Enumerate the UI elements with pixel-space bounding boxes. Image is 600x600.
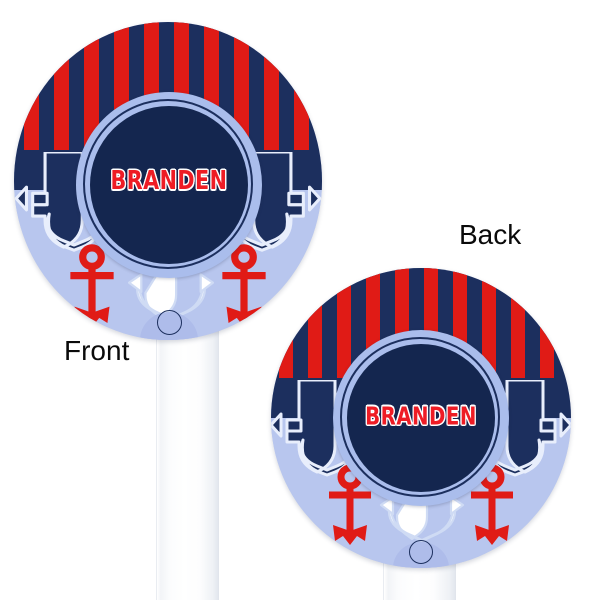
front-stirrer-hole xyxy=(157,310,182,335)
stripe xyxy=(511,268,525,378)
caption-back: Back xyxy=(459,219,522,250)
stripe xyxy=(482,268,496,378)
stripe xyxy=(540,268,554,378)
stripe xyxy=(294,22,309,150)
anchor-red-right-icon xyxy=(222,244,266,328)
back-medallion: BRANDEN xyxy=(333,330,509,506)
stirrer-disc-back: BRANDEN xyxy=(271,268,571,568)
stirrer-disc-front: BRANDEN xyxy=(14,22,322,340)
back-medallion-ring xyxy=(340,337,500,497)
stripe xyxy=(337,268,351,378)
personalized-name-front: BRANDEN xyxy=(110,166,228,197)
back-medallion-core: BRANDEN xyxy=(347,344,495,492)
front-medallion: BRANDEN xyxy=(76,92,262,278)
stripe xyxy=(54,22,69,150)
front-medallion-ring xyxy=(83,99,253,269)
stirrer-stick-front xyxy=(156,330,219,600)
anchor-navy-right-icon xyxy=(234,152,322,252)
front-medallion-core: BRANDEN xyxy=(90,106,248,264)
caption-front: Front xyxy=(64,335,130,366)
stripe xyxy=(264,22,279,150)
stripe xyxy=(24,22,39,150)
stripe xyxy=(84,22,99,150)
personalized-name-back: BRANDEN xyxy=(365,401,477,431)
back-stirrer-hole xyxy=(409,540,433,564)
anchor-red-left-icon xyxy=(70,244,114,328)
stripe xyxy=(234,22,249,150)
